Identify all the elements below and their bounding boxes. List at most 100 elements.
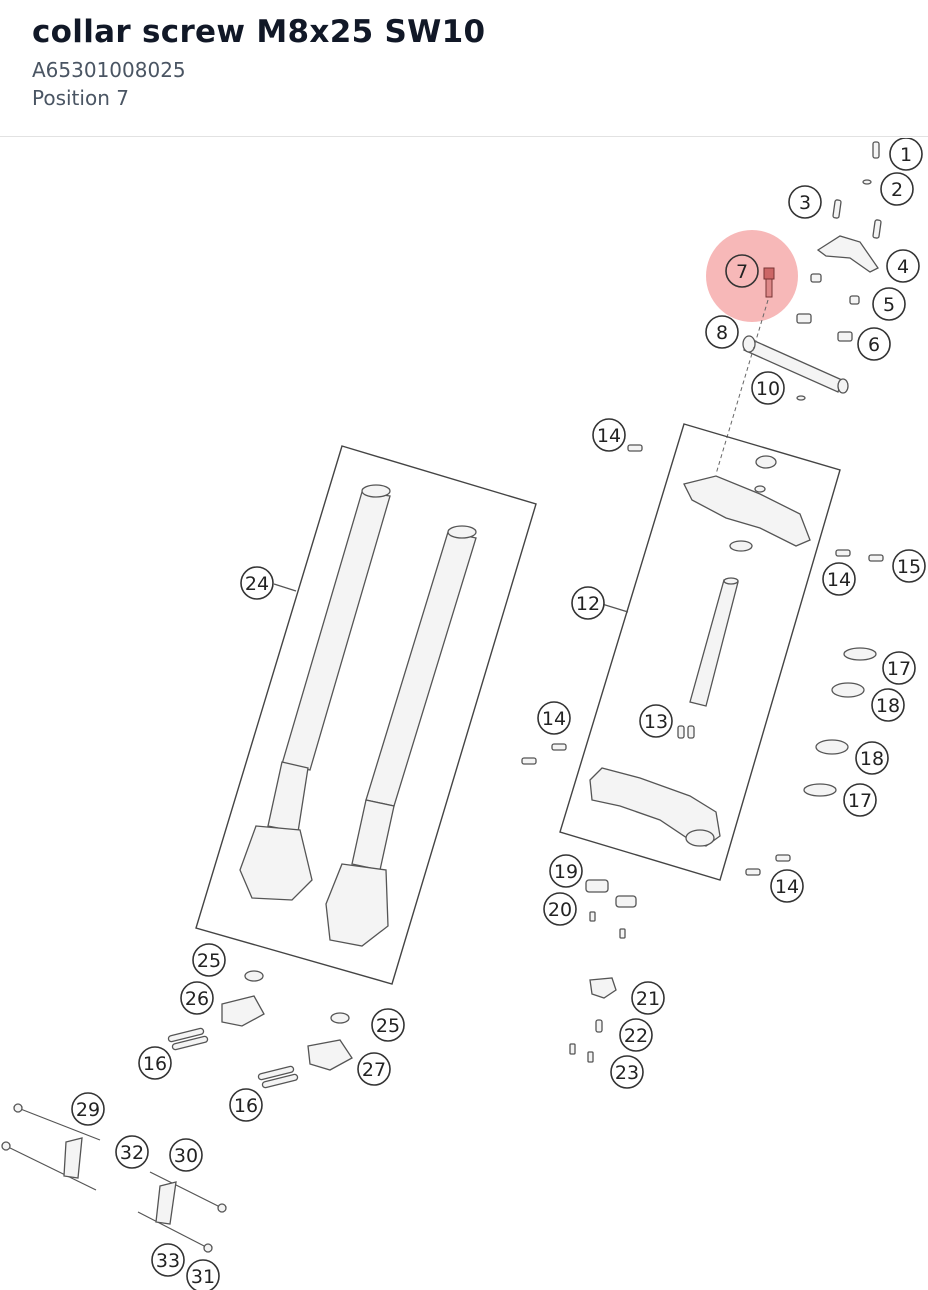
callout-circle (115, 1135, 149, 1169)
callout-22[interactable]: 22 (619, 1018, 653, 1052)
callout-19[interactable]: 19 (549, 854, 583, 888)
callout-label: 32 (120, 1142, 144, 1164)
callout-27[interactable]: 27 (357, 1052, 391, 1086)
callout-circle (71, 1092, 105, 1126)
callout-14[interactable]: 14 (592, 418, 626, 452)
part-title: collar screw M8x25 SW10 (32, 14, 486, 50)
callout-label: 27 (362, 1059, 386, 1081)
callout-label: 15 (897, 556, 921, 578)
callout-circle (892, 549, 926, 583)
callout-17[interactable]: 17 (843, 783, 877, 817)
highlight-glow (706, 230, 798, 322)
callout-circle (880, 172, 914, 206)
callout-17[interactable]: 17 (882, 651, 916, 685)
callout-label: 23 (615, 1062, 639, 1084)
callout-circle (822, 562, 856, 596)
callout-label: 25 (376, 1015, 400, 1037)
callout-31[interactable]: 31 (186, 1259, 220, 1290)
callout-6[interactable]: 6 (857, 327, 891, 361)
callout-label: 8 (716, 322, 728, 344)
callout-14[interactable]: 14 (770, 869, 804, 903)
brake-caliper-parts (167, 879, 637, 1089)
callout-circle (872, 287, 906, 321)
callout-label: 16 (234, 1095, 258, 1117)
callout-label: 21 (636, 988, 660, 1010)
callout-circle (889, 138, 923, 171)
callout-label: 33 (156, 1250, 180, 1272)
callout-16[interactable]: 16 (229, 1088, 263, 1122)
callout-25[interactable]: 25 (371, 1008, 405, 1042)
callout-label: 6 (868, 334, 880, 356)
callout-label: 12 (576, 593, 600, 615)
top-small-parts (796, 141, 882, 342)
callout-label: 7 (736, 261, 748, 283)
callout-18[interactable]: 18 (871, 688, 905, 722)
bolts-14 (521, 444, 884, 876)
callout-circle (571, 586, 605, 620)
callout-circle (886, 249, 920, 283)
callout-1[interactable]: 1 (889, 138, 923, 171)
callout-circle (371, 1008, 405, 1042)
callout-3[interactable]: 3 (788, 185, 822, 219)
callout-4[interactable]: 4 (886, 249, 920, 283)
fork-guard-hardware (1, 1103, 227, 1253)
callout-label: 25 (197, 950, 221, 972)
callout-13[interactable]: 13 (639, 704, 673, 738)
callout-16[interactable]: 16 (138, 1046, 172, 1080)
callout-label: 19 (554, 861, 578, 883)
callout-29[interactable]: 29 (71, 1092, 105, 1126)
callout-14[interactable]: 14 (537, 701, 571, 735)
callout-label: 5 (883, 294, 895, 316)
callout-7[interactable]: 7 (725, 254, 759, 288)
callout-30[interactable]: 30 (169, 1138, 203, 1172)
callout-label: 3 (799, 192, 811, 214)
callout-24[interactable]: 24 (240, 566, 274, 600)
upper-triple-clamp (683, 455, 811, 552)
callout-circle (357, 1052, 391, 1086)
callout-14[interactable]: 14 (822, 562, 856, 596)
callout-label: 26 (185, 988, 209, 1010)
callout-label: 20 (548, 899, 572, 921)
callout-18[interactable]: 18 (855, 741, 889, 775)
callout-33[interactable]: 33 (151, 1243, 185, 1277)
callout-circle (882, 651, 916, 685)
steering-tube (677, 577, 739, 739)
callout-32[interactable]: 32 (115, 1135, 149, 1169)
callout-label: 10 (756, 378, 780, 400)
callout-circle (229, 1088, 263, 1122)
triple-clamp-frame (559, 423, 841, 881)
callout-5[interactable]: 5 (872, 287, 906, 321)
callout-20[interactable]: 20 (543, 892, 577, 926)
callout-label: 14 (597, 425, 621, 447)
callout-circle (857, 327, 891, 361)
callout-label: 18 (876, 695, 900, 717)
callout-circle (788, 185, 822, 219)
collar-screw-part[interactable] (763, 267, 775, 298)
callout-25[interactable]: 25 (192, 943, 226, 977)
callout-label: 29 (76, 1099, 100, 1121)
callout-15[interactable]: 15 (892, 549, 926, 583)
callout-label: 17 (887, 658, 911, 680)
callout-8[interactable]: 8 (705, 315, 739, 349)
callout-circle (549, 854, 583, 888)
left-fork-leg (239, 484, 391, 901)
callout-21[interactable]: 21 (631, 981, 665, 1015)
callout-circle (871, 688, 905, 722)
callout-label: 16 (143, 1053, 167, 1075)
callout-2[interactable]: 2 (880, 172, 914, 206)
callout-26[interactable]: 26 (180, 981, 214, 1015)
steering-stem-part (742, 335, 849, 401)
callout-10[interactable]: 10 (751, 371, 785, 405)
callout-circle (705, 315, 739, 349)
callout-circle (537, 701, 571, 735)
callout-label: 2 (891, 179, 903, 201)
callout-circle (169, 1138, 203, 1172)
callout-circle (843, 783, 877, 817)
callout-12[interactable]: 12 (571, 586, 605, 620)
callout-label: 24 (245, 573, 269, 595)
callout-23[interactable]: 23 (610, 1055, 644, 1089)
callout-label: 31 (191, 1266, 215, 1288)
callout-label: 30 (174, 1145, 198, 1167)
callout-label: 14 (542, 708, 566, 730)
